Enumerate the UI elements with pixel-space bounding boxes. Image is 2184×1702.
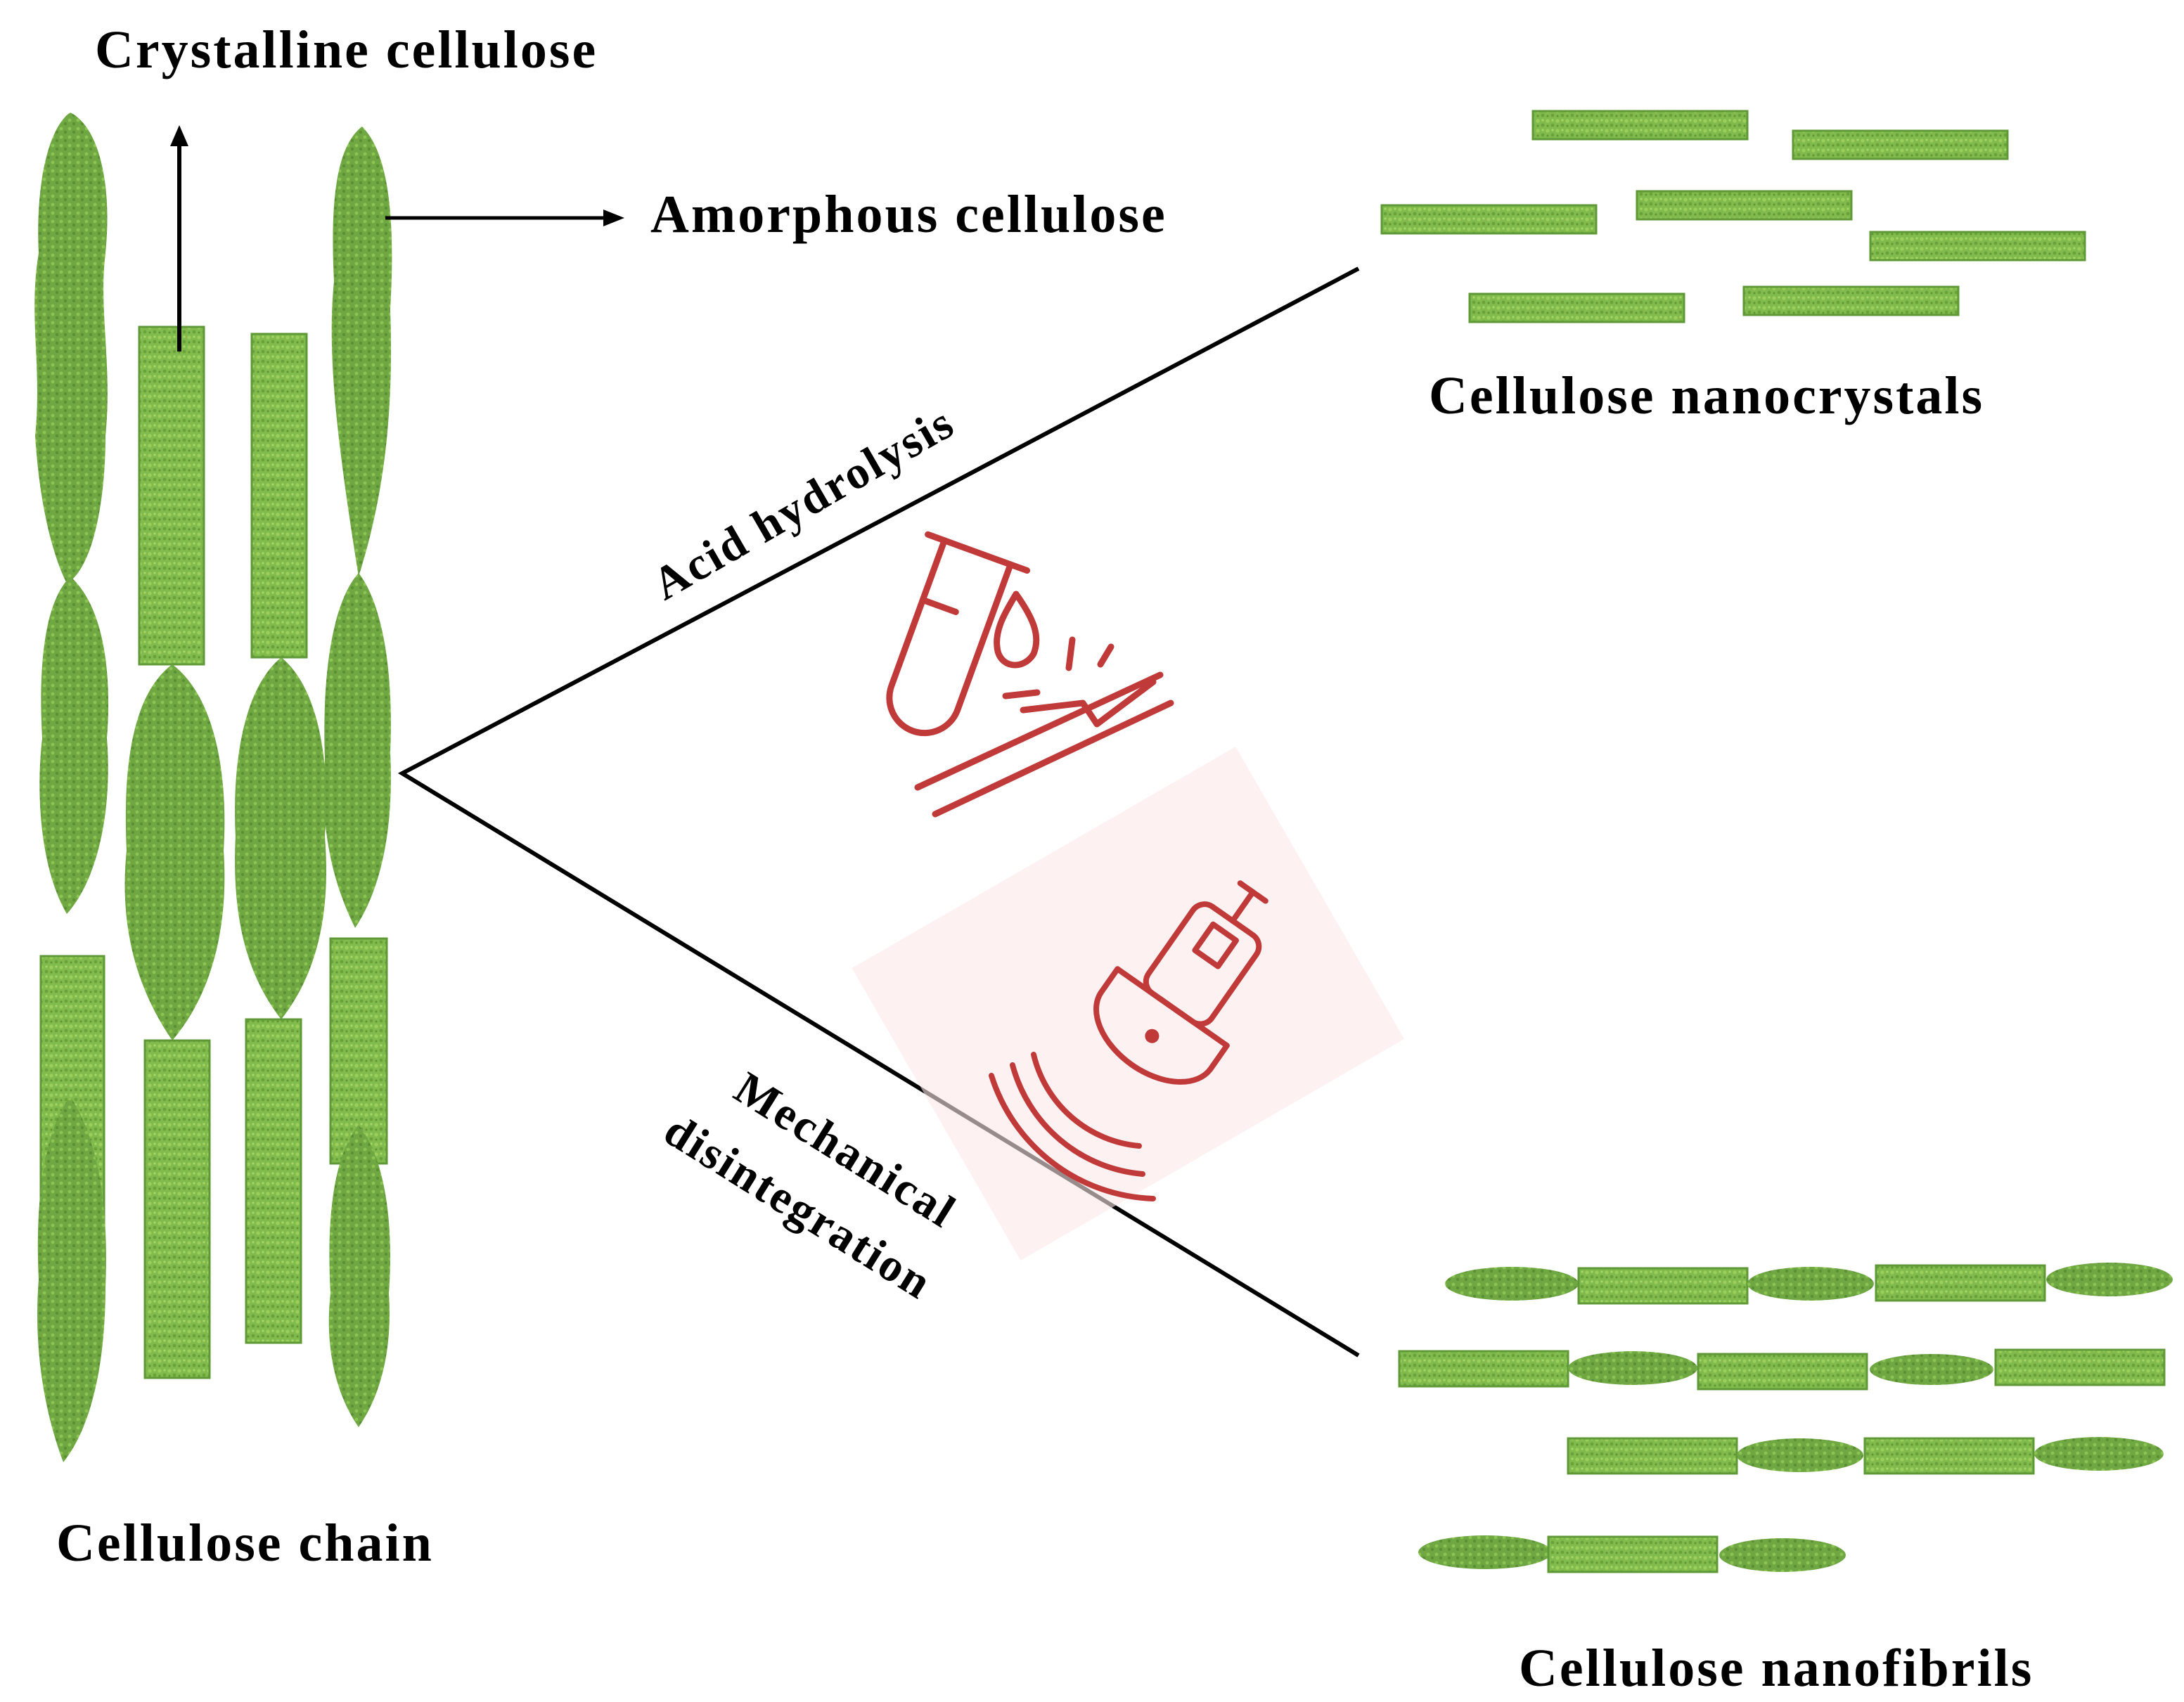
amorphous-link: [2046, 1263, 2173, 1296]
amorphous-link: [1747, 1267, 1874, 1301]
nanofibril-segment: [1577, 1267, 1749, 1305]
nanofibril-segment: [1547, 1535, 1719, 1573]
nanocrystal-rod: [1869, 231, 2086, 262]
nanofibril-segment: [1697, 1353, 1868, 1391]
amorphous-region: [328, 1125, 391, 1427]
crystalline-segment: [250, 333, 308, 659]
nanofibril-segment: [1398, 1350, 1569, 1388]
nanocrystal-rod: [1531, 110, 1749, 141]
nanocrystal-rod: [1468, 292, 1685, 323]
cellulose-chain: [34, 112, 392, 1462]
amorphous-link: [2034, 1437, 2164, 1471]
label-cellulose-chain: Cellulose chain: [56, 1514, 434, 1573]
nanocrystal-rod: [1792, 129, 2009, 160]
amorphous-link: [1870, 1354, 1993, 1385]
amorphous-region: [235, 657, 327, 1019]
cellulose-nanocrystals: [1380, 110, 2086, 323]
crystalline-segment: [245, 1018, 302, 1344]
nanofibril-segment: [1863, 1437, 2035, 1475]
crystalline-segment: [143, 1039, 211, 1379]
test-tube-drip-icon: [886, 531, 1174, 818]
amorphous-region: [331, 127, 392, 576]
amorphous-region: [34, 112, 108, 584]
amorphous-link: [1737, 1438, 1863, 1472]
amorphous-region: [323, 573, 391, 928]
amorphous-region: [39, 576, 109, 914]
amorphous-link: [1445, 1267, 1579, 1301]
label-cellulose-nanocrystals: Cellulose nanocrystals: [1429, 366, 1984, 425]
label-cellulose-nanofibrils: Cellulose nanofibrils: [1519, 1639, 2034, 1698]
amorphous-link: [1719, 1538, 1846, 1572]
amorphous-region: [124, 664, 225, 1040]
ultrasonic-probe-icon: [852, 747, 1405, 1261]
crystalline-arrow: [170, 125, 188, 352]
nanocrystal-rod: [1636, 190, 1853, 221]
nanofibril-segment: [1994, 1348, 2166, 1386]
amorphous-link: [1418, 1535, 1552, 1569]
amorphous-arrow: [385, 209, 624, 226]
nanocrystal-rod: [1380, 204, 1598, 235]
nanofibril-segment: [1567, 1437, 1738, 1475]
amorphous-link: [1568, 1351, 1697, 1385]
amorphous-region: [37, 1097, 106, 1462]
label-amorphous-cellulose: Amorphous cellulose: [650, 185, 1167, 244]
label-crystalline-cellulose: Crystalline cellulose: [95, 20, 598, 79]
nanocrystal-rod: [1742, 285, 1960, 316]
cellulose-nanofibrils: [1398, 1263, 2173, 1573]
nanofibril-segment: [1875, 1264, 2046, 1302]
crystalline-segment: [138, 325, 205, 666]
